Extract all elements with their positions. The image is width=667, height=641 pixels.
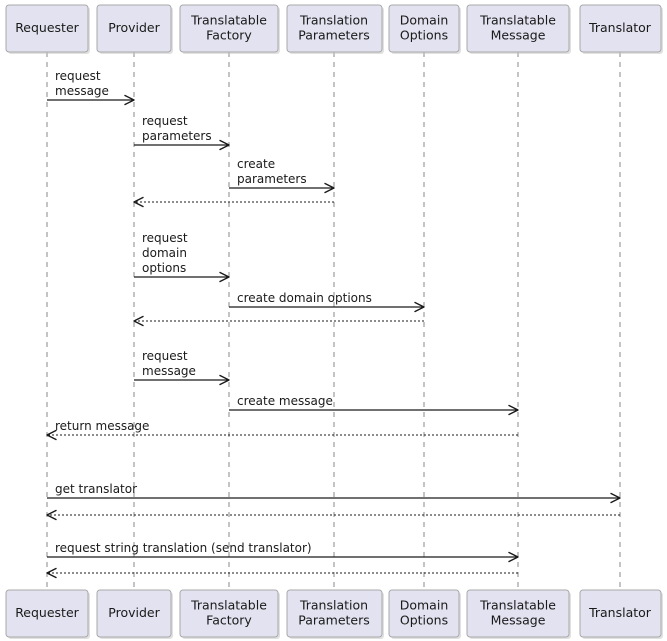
message-label: message — [142, 364, 196, 378]
participant-label: Translation — [299, 598, 368, 613]
participant-label: Translator — [588, 20, 652, 35]
participant-label: Message — [491, 28, 546, 43]
participant-label: Factory — [206, 28, 252, 43]
message-arrow-head — [219, 139, 230, 151]
participant-label: Provider — [108, 20, 160, 35]
message-arrow-head — [508, 551, 519, 563]
message-arrow-head — [324, 182, 335, 194]
participant-provider-bottom[interactable]: Provider — [96, 589, 173, 639]
participant-box[interactable] — [466, 589, 570, 638]
message-m10[interactable]: return message — [46, 419, 518, 441]
participant-provider-top[interactable]: Provider — [96, 4, 173, 54]
message-m7[interactable] — [133, 315, 424, 327]
participant-label: Translator — [588, 605, 652, 620]
message-arrow-head — [133, 315, 144, 327]
participant-translator-bottom[interactable]: Translator — [579, 589, 663, 639]
message-label: request string translation (send transla… — [55, 541, 312, 555]
message-label: domain — [142, 246, 187, 260]
participant-box[interactable] — [179, 589, 279, 638]
message-label: request — [142, 114, 188, 128]
lifelines-layer — [46, 52, 621, 590]
participant-label: Requester — [15, 20, 79, 35]
participant-box[interactable] — [579, 589, 662, 638]
participant-box[interactable] — [96, 589, 172, 638]
participant-translator-top[interactable]: Translator — [579, 4, 663, 54]
participant-box[interactable] — [5, 4, 89, 53]
message-label: options — [142, 261, 186, 275]
message-label: request — [142, 349, 188, 363]
message-label: create message — [237, 394, 333, 408]
participant-label: Translatable — [190, 13, 267, 28]
message-label: request — [142, 231, 188, 245]
participant-label: Domain — [400, 598, 449, 613]
participant-box[interactable] — [5, 589, 89, 638]
participant-label: Message — [491, 613, 546, 628]
participant-label: Translatable — [190, 598, 267, 613]
participant-requester-bottom[interactable]: Requester — [5, 589, 90, 639]
participant-box[interactable] — [179, 4, 279, 53]
message-arrow-head — [46, 429, 57, 441]
participant-box[interactable] — [286, 589, 383, 638]
participant-label: Factory — [206, 613, 252, 628]
message-m11[interactable]: get translator — [47, 482, 621, 504]
participant-label: Domain — [400, 13, 449, 28]
message-label: message — [55, 84, 109, 98]
participant-label: Options — [400, 613, 448, 628]
participant-box[interactable] — [286, 4, 383, 53]
message-arrow-head — [133, 196, 144, 208]
participant-requester-top[interactable]: Requester — [5, 4, 90, 54]
participant-label: Provider — [108, 605, 160, 620]
participant-label: Translatable — [479, 13, 556, 28]
message-arrow-head — [46, 567, 57, 579]
message-label: create — [237, 157, 275, 171]
message-m12[interactable] — [46, 509, 620, 521]
participant-box[interactable] — [388, 4, 460, 53]
message-arrow-head — [508, 404, 519, 416]
participant-label: Options — [400, 28, 448, 43]
message-m4[interactable] — [133, 196, 334, 208]
message-arrow-head — [414, 301, 425, 313]
participant-box[interactable] — [388, 589, 460, 638]
message-label: return message — [55, 419, 149, 433]
message-m13[interactable]: request string translation (send transla… — [47, 541, 519, 563]
participant-label: Parameters — [298, 28, 370, 43]
message-label: request — [55, 69, 101, 83]
participant-box[interactable] — [579, 4, 662, 53]
participant-label: Parameters — [298, 613, 370, 628]
message-arrow-head — [219, 271, 230, 283]
message-label: get translator — [55, 482, 137, 496]
message-arrow-head — [219, 374, 230, 386]
message-m6[interactable]: create domain options — [229, 291, 425, 313]
message-arrow-head — [124, 94, 135, 106]
message-label: create domain options — [237, 291, 372, 305]
messages-layer: requestmessagerequestparameterscreatepar… — [46, 69, 621, 579]
participant-box[interactable] — [96, 4, 172, 53]
message-arrow-head — [610, 492, 621, 504]
participant-label: Translatable — [479, 598, 556, 613]
message-m14[interactable] — [46, 567, 518, 579]
message-m9[interactable]: create message — [229, 394, 519, 416]
participant-label: Requester — [15, 605, 79, 620]
message-label: parameters — [142, 129, 212, 143]
message-arrow-head — [46, 509, 57, 521]
message-label: parameters — [237, 172, 307, 186]
participant-box[interactable] — [466, 4, 570, 53]
participant-label: Translation — [299, 13, 368, 28]
